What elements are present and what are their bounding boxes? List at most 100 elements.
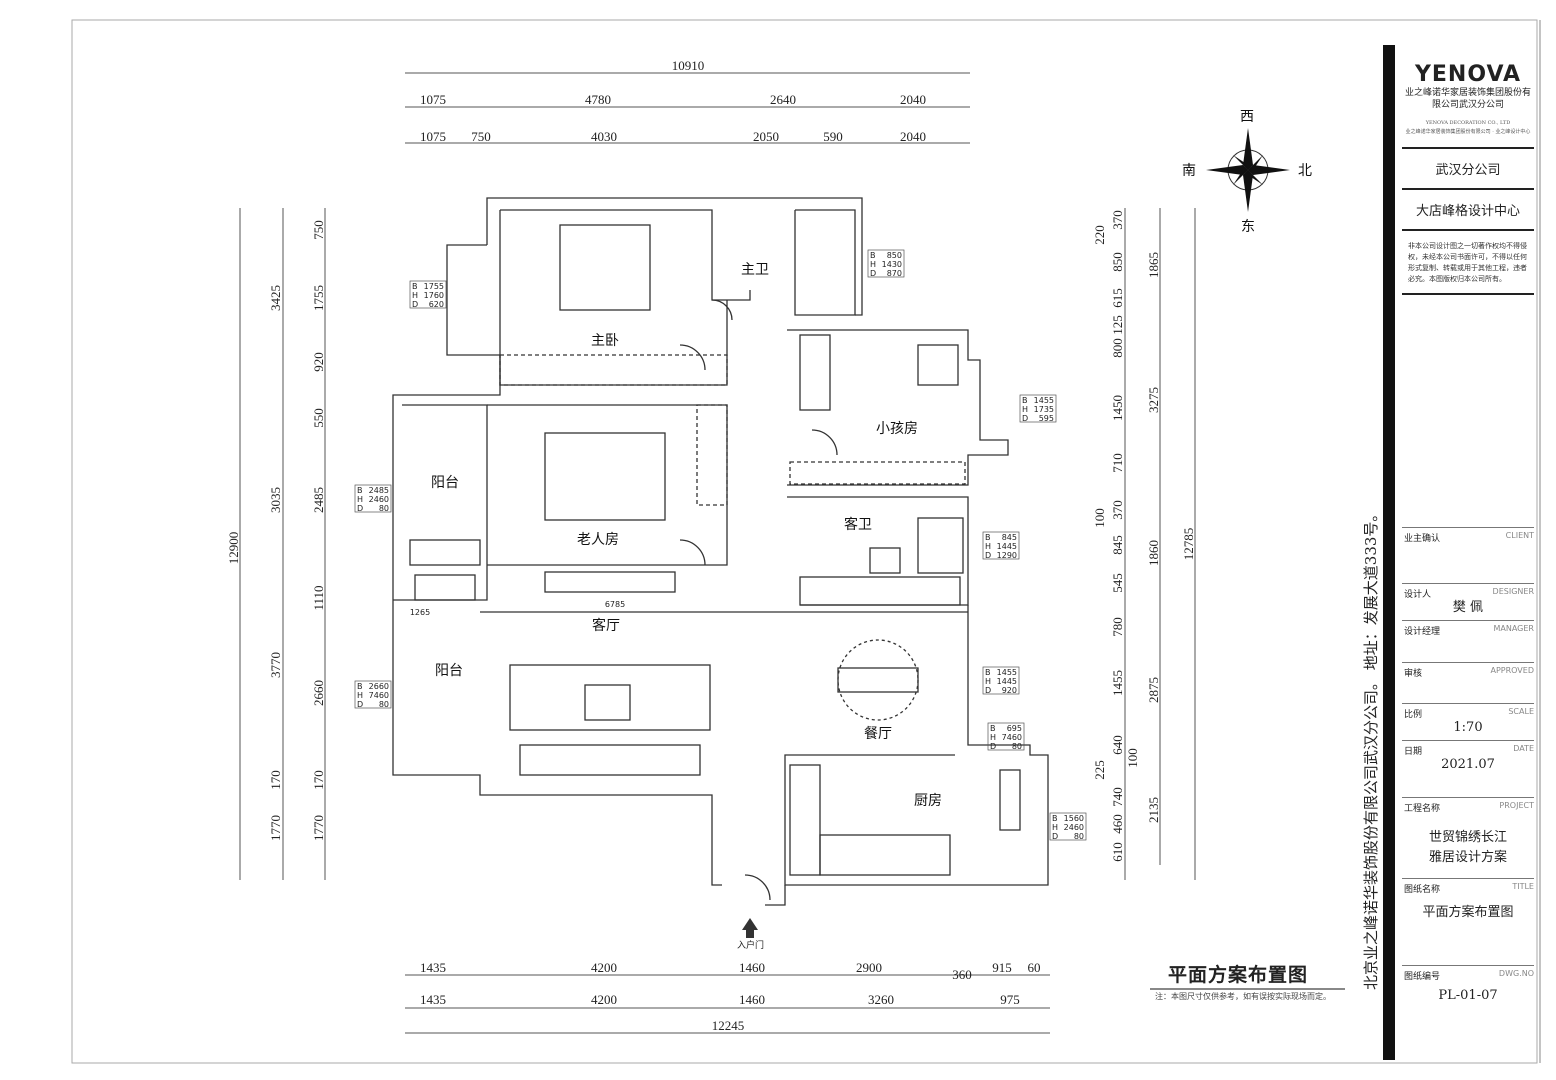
row-label-en: SCALE	[1508, 707, 1534, 716]
tag-key: B	[1022, 396, 1028, 405]
tag-key: B	[985, 668, 991, 677]
row-value: 世贸锦绣长江 雅居设计方案	[1428, 830, 1507, 865]
tag-value: 7460	[1002, 733, 1022, 742]
entrance-label: 入户门	[737, 939, 764, 950]
dimension-label: 2875	[1146, 677, 1161, 703]
dimension-lines	[239, 72, 1196, 1034]
dimension-label: 100	[1092, 508, 1107, 528]
compass-east: 东	[1241, 219, 1255, 235]
tag-key: B	[357, 682, 363, 691]
compass-west: 西	[1240, 109, 1254, 125]
tag-value: 80	[379, 504, 389, 513]
tag-key: D	[990, 742, 996, 751]
dimension-label: 800	[1110, 338, 1125, 358]
dimension-label: 850	[1110, 252, 1125, 272]
tag-key: D	[985, 551, 991, 560]
dimension-label: 125	[1110, 315, 1125, 335]
dimension-label: 1110	[311, 585, 326, 610]
tag-key: D	[357, 700, 363, 709]
dimension-label: 370	[1110, 210, 1125, 230]
title-block-row: 比例 SCALE 1:70	[1402, 703, 1534, 735]
tag-key: D	[1052, 832, 1058, 841]
room-label: 小孩房	[876, 421, 918, 437]
tag-value: 1455	[1034, 396, 1054, 405]
tag-key: H	[870, 260, 876, 269]
tag-key: B	[1052, 814, 1058, 823]
tag-value: 1290	[997, 551, 1017, 560]
walls	[392, 197, 1049, 906]
tag-value: 620	[429, 300, 444, 309]
window-spec-tag	[987, 722, 1025, 751]
tag-key: H	[357, 495, 363, 504]
tag-value: 1445	[997, 542, 1017, 551]
room-label: 厨房	[914, 793, 942, 809]
row-label-en: TITLE	[1512, 882, 1534, 891]
row-label: 设计人	[1404, 590, 1432, 600]
row-label: 图纸编号	[1404, 972, 1441, 982]
inner-dimension: 1265	[410, 608, 430, 617]
tag-key: H	[985, 677, 991, 686]
dimension-label: 750	[471, 129, 491, 144]
tag-key: D	[985, 686, 991, 695]
tag-value: 1735	[1034, 405, 1054, 414]
tag-value: 80	[1012, 742, 1022, 751]
dimension-label: 590	[823, 129, 843, 144]
dimension-label: 370	[1110, 500, 1125, 520]
room-label: 阳台	[435, 663, 463, 679]
dimension-label: 1435	[420, 960, 446, 975]
tag-key: D	[1022, 414, 1028, 423]
company-english: YENOVA DECORATION CO., LTD	[1425, 120, 1511, 126]
drawing-note: 注：本图尺寸仅供参考，如有误按实际现场而定。	[1155, 992, 1331, 1001]
tag-value: 2660	[369, 682, 389, 691]
window-spec-tag	[867, 249, 905, 278]
row-label: 比例	[1404, 710, 1423, 720]
dimension-label: 225	[1092, 760, 1107, 780]
compass-south: 南	[1182, 163, 1196, 179]
tag-value: 2485	[369, 486, 389, 495]
title-block-bar	[1383, 45, 1395, 1060]
copyright-note: 非本公司设计图之一切著作权均不得侵权，未经本公司书面许可，不得以任何形式复制、转…	[1408, 242, 1527, 283]
dimension-label: 550	[311, 408, 326, 428]
row-value: 平面方案布置图	[1422, 905, 1514, 920]
dimension-label: 10910	[672, 58, 705, 73]
company-name: 业之峰诺华家居装饰集团股份有限公司武汉分公司	[1404, 88, 1531, 110]
row-label-en: PROJECT	[1499, 801, 1534, 810]
entrance-arrow-icon	[742, 918, 758, 938]
row-label: 设计经理	[1404, 627, 1441, 637]
dimension-label: 1770	[268, 815, 283, 841]
dimension-label: 4200	[591, 992, 617, 1007]
tag-key: D	[870, 269, 876, 278]
compass-north: 北	[1298, 163, 1312, 179]
row-value: PL-01-07	[1438, 988, 1498, 1003]
room-label: 主卧	[591, 333, 619, 349]
row-value: 1:70	[1453, 720, 1483, 735]
dimension-label: 845	[1110, 535, 1125, 555]
dimension-label: 1865	[1146, 252, 1161, 278]
row-value: 樊 佩	[1452, 600, 1484, 615]
tag-value: 1755	[424, 282, 444, 291]
tag-value: 1430	[882, 260, 902, 269]
tag-value: 845	[1002, 533, 1017, 542]
row-label-en: APPROVED	[1490, 666, 1534, 675]
tag-value: 595	[1039, 414, 1054, 423]
dimension-label: 460	[1110, 814, 1125, 834]
tag-key: H	[990, 733, 996, 742]
room-label: 客厅	[592, 617, 620, 634]
tag-key: H	[1022, 405, 1028, 414]
company-sub: 业之峰诺华家居装饰集团股份有限公司 · 业之峰设计中心	[1405, 129, 1531, 135]
tag-key: B	[985, 533, 991, 542]
tag-key: B	[990, 724, 996, 733]
dimension-label: 780	[1110, 617, 1125, 637]
tag-value: 1560	[1064, 814, 1084, 823]
dimension-label: 1075	[420, 92, 446, 107]
compass-icon	[1206, 128, 1290, 212]
window-spec-tag	[982, 531, 1020, 560]
tag-value: 1455	[997, 668, 1017, 677]
tag-value: 920	[1002, 686, 1017, 695]
